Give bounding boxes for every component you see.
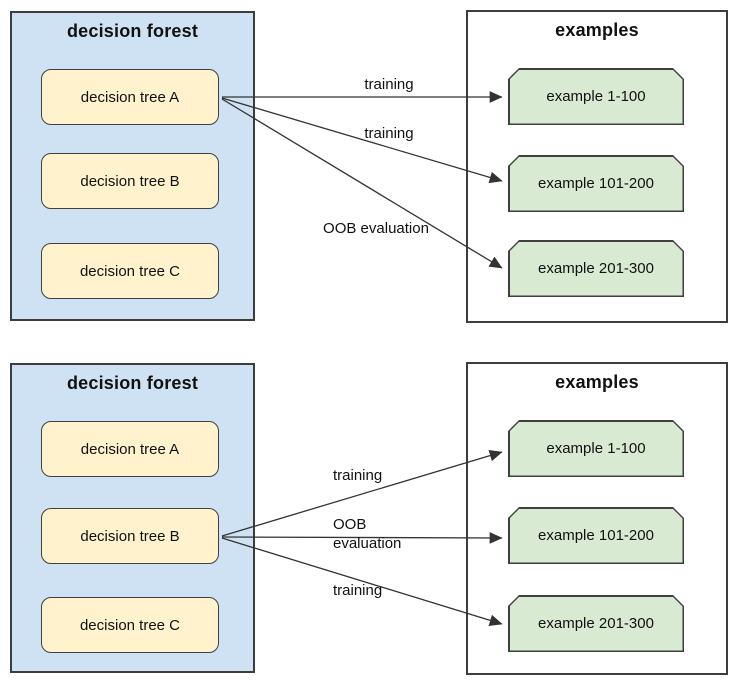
example-node-fill (510, 157, 683, 211)
examples-title: examples (555, 372, 639, 392)
examples-panel: examples example 1-100 example 101-200 e… (466, 10, 728, 323)
example-201-300-node: example 201-300 (508, 595, 684, 652)
decision-tree-a-node: decision tree A (41, 69, 219, 125)
example-node-label: example 101-200 (538, 527, 654, 544)
examples-panel: examples example 1-100 example 101-200 e… (466, 362, 728, 675)
decision-tree-b-node: decision tree B (41, 153, 219, 209)
edge-label-oob-evaluation: OOB evaluation (323, 220, 429, 237)
example-node-fill (510, 597, 683, 651)
decision-tree-a-node: decision tree A (41, 421, 219, 477)
edge-label-training-1: training (333, 467, 383, 484)
example-201-300-node: example 201-300 (508, 240, 684, 297)
edge-label-oob-evaluation: OOB evaluation (333, 516, 402, 552)
example-node-fill (510, 509, 683, 563)
decision-forest-panel: decision forest decision tree A decision… (10, 11, 255, 321)
decision-tree-c-node: decision tree C (41, 243, 219, 299)
example-node-fill (510, 70, 683, 124)
edge-label-training-2: training (333, 582, 383, 599)
edge-label-training-1: training (364, 76, 414, 93)
example-node-fill (510, 422, 683, 476)
section-tree-a: decision forest decision tree A decision… (0, 0, 737, 342)
example-node-label: example 1-100 (546, 88, 646, 105)
example-1-100-node: example 1-100 (508, 420, 684, 477)
decision-forest-panel: decision forest decision tree A decision… (10, 363, 255, 673)
examples-title: examples (555, 20, 639, 40)
edge-label-training-2: training (364, 125, 414, 142)
example-1-100-node: example 1-100 (508, 68, 684, 125)
example-node-label: example 201-300 (538, 615, 654, 632)
example-node-label: example 1-100 (546, 440, 646, 457)
example-node-label: example 201-300 (538, 260, 654, 277)
example-node-label: example 101-200 (538, 175, 654, 192)
example-101-200-node: example 101-200 (508, 155, 684, 212)
forest-title: decision forest (66, 21, 199, 41)
decision-tree-b-node: decision tree B (41, 508, 219, 564)
example-101-200-node: example 101-200 (508, 507, 684, 564)
example-node-fill (510, 242, 683, 296)
forest-title: decision forest (66, 373, 199, 393)
section-tree-b: decision forest decision tree A decision… (0, 352, 737, 685)
decision-tree-c-node: decision tree C (41, 597, 219, 653)
